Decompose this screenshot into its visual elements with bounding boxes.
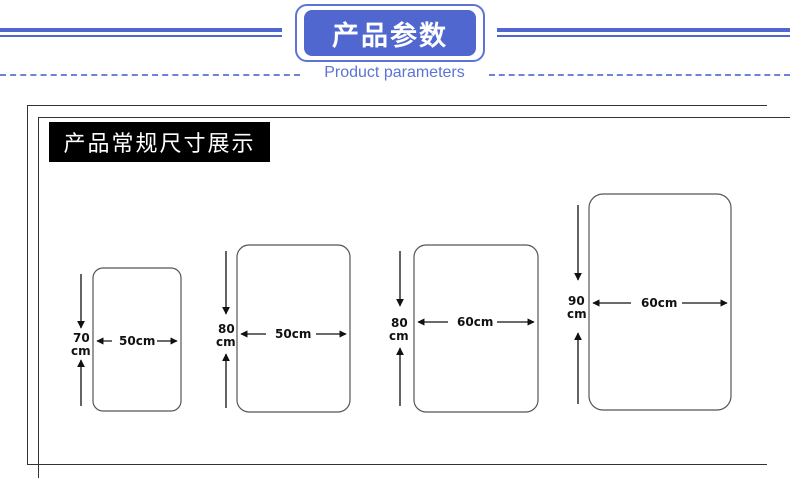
width-label: 50cm — [275, 327, 311, 341]
height-unit: cm — [71, 344, 91, 358]
size-item-70x50: 70 cm 50cm — [71, 267, 182, 412]
size-panel-inner-frame — [38, 117, 790, 478]
size-diagrams: 70 cm 50cm 80 cm 50cm 80 cm 60cm 90 cm 6… — [71, 193, 732, 413]
height-unit: cm — [389, 329, 409, 343]
height-number: 90 — [568, 294, 585, 308]
title-frame — [295, 4, 485, 62]
dashed-rule-right — [489, 74, 790, 76]
height-unit: cm — [567, 307, 587, 321]
width-label: 60cm — [641, 296, 677, 310]
size-rect — [588, 193, 732, 411]
size-rect — [236, 244, 351, 413]
height-number: 80 — [218, 322, 235, 336]
height-unit: cm — [216, 335, 236, 349]
section-header: 产品参数 Product parameters — [0, 0, 790, 95]
size-item-80x50: 80 cm 50cm — [216, 244, 351, 413]
width-label: 60cm — [457, 315, 493, 329]
size-item-80x60: 80 cm 60cm — [389, 244, 539, 413]
header-rule-right — [497, 28, 790, 38]
height-number: 80 — [391, 316, 408, 330]
header-rule-left — [0, 28, 282, 38]
size-rect — [92, 267, 182, 412]
size-rect — [413, 244, 539, 413]
height-number: 70 — [73, 331, 90, 345]
section-title: 产品参数 — [304, 10, 476, 56]
width-label: 50cm — [119, 334, 155, 348]
section-subtitle: Product parameters — [324, 64, 465, 81]
panel-label: 产品常规尺寸展示 — [49, 122, 270, 162]
dashed-rule-left — [0, 74, 300, 76]
size-item-90x60: 90 cm 60cm — [567, 193, 732, 411]
